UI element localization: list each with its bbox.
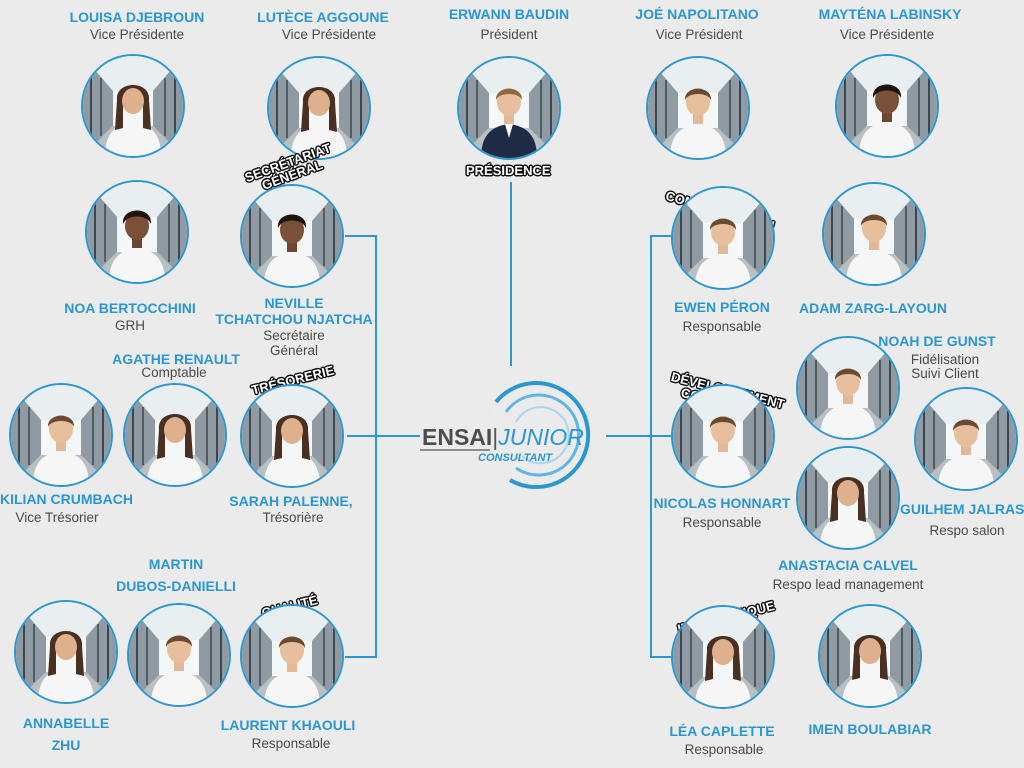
member-photo-louisa [81,54,185,158]
member-role-noah-line1: Fidélisation [910,352,980,367]
member-name-anastacia: ANASTACIA CALVEL [778,557,918,573]
member-name-kilian: KILIAN CRUMBACH [0,491,133,507]
member-name-joe: JOÉ NAPOLITANO [635,6,759,22]
member-role-lutece: Vice Présidente [281,27,377,42]
member-photo-anastacia [796,446,900,550]
member-name-noah: NOAH DE GUNST [878,333,996,349]
member-name-adam: ADAM ZARG-LAYOUN [798,300,948,316]
member-photo-lutece [267,56,371,160]
member-name-neville-line2: TCHATCHOU NJATCHA [215,311,373,327]
member-photo-guilhem [914,387,1018,491]
member-photo-sarah [240,384,344,488]
pole-label-presidence: PRÉSIDENCE [466,163,551,178]
member-photo-adam [822,182,926,286]
member-role-erwann: Président [480,27,538,42]
member-name-ewen: EWEN PÉRON [674,299,770,315]
member-name-erwann: ERWANN BAUDIN [448,6,570,22]
member-photo-joe [646,56,750,160]
member-role-guilhem: Respo salon [929,523,1005,538]
member-name-imen: IMEN BOULABIAR [808,721,932,737]
member-photo-noah [796,336,900,440]
member-photo-nicolas [671,384,775,488]
member-name-annabelle-line1: ANNABELLE [22,715,110,731]
member-photo-noa [85,180,189,284]
member-photo-ewen [671,186,775,290]
member-photo-erwann [457,56,561,160]
member-photo-annabelle [14,600,118,704]
member-name-laurent: LAURENT KHAOULI [220,717,356,733]
member-name-guilhem: GUILHEM JALRAS [900,501,1024,517]
member-name-martin-line2: DUBOS-DANIELLI [116,578,236,594]
member-photo-imen [818,604,922,708]
member-name-annabelle-line2: ZHU [51,737,81,753]
member-name-nicolas: NICOLAS HONNART [653,495,791,511]
member-photo-maytena [835,54,939,158]
member-name-noa: NOA BERTOCCHINI [64,300,196,316]
logo-text-consultant: CONSULTANT [478,452,553,464]
member-role-kilian: Vice Trésorier [15,510,99,525]
member-role-nicolas: Responsable [682,515,762,530]
member-name-sarah: SARAH PALENNE, [229,493,353,509]
member-role-lea: Responsable [684,742,764,757]
member-name-neville-line1: NEVILLE [264,295,324,311]
member-role-neville-line1: Secrétaire [263,328,325,343]
logo-swoosh-icon [420,379,593,490]
logo-text-junior: JUNIOR [498,424,584,450]
member-name-louisa: LOUISA DJEBROUN [69,9,205,25]
member-photo-lea [671,605,775,709]
member-role-ewen: Responsable [682,319,762,334]
member-role-noa: GRH [115,318,145,333]
member-role-louisa: Vice Présidente [89,27,185,42]
member-name-maytena: MAYTÉNA LABINSKY [818,6,962,22]
member-role-anastacia: Respo lead management [772,577,924,592]
member-role-sarah: Trésorière [262,510,324,525]
member-photo-martin [127,603,231,707]
member-role-laurent: Responsable [251,736,331,751]
member-photo-laurent [240,604,344,708]
logo-text-ensai: ENSAI [422,424,493,450]
member-name-lea: LÉA CAPLETTE [669,723,775,739]
member-photo-agathe [123,383,227,487]
member-name-martin-line1: MARTIN [148,556,204,572]
member-role-maytena: Vice Présidente [839,27,935,42]
member-name-agathe: AGATHE RENAULT [112,351,240,367]
member-role-noah-line2: Suivi Client [911,366,979,381]
member-role-agathe: Comptable [141,365,207,380]
ensai-junior-consultant-logo: ENSAI|JUNIOR CONSULTANT [418,372,598,494]
member-photo-kilian [9,383,113,487]
member-role-neville-line2: Général [269,343,319,358]
member-photo-neville [240,184,344,288]
member-name-lutece: LUTÈCE AGGOUNE [257,9,389,25]
member-role-joe: Vice Président [655,27,743,42]
